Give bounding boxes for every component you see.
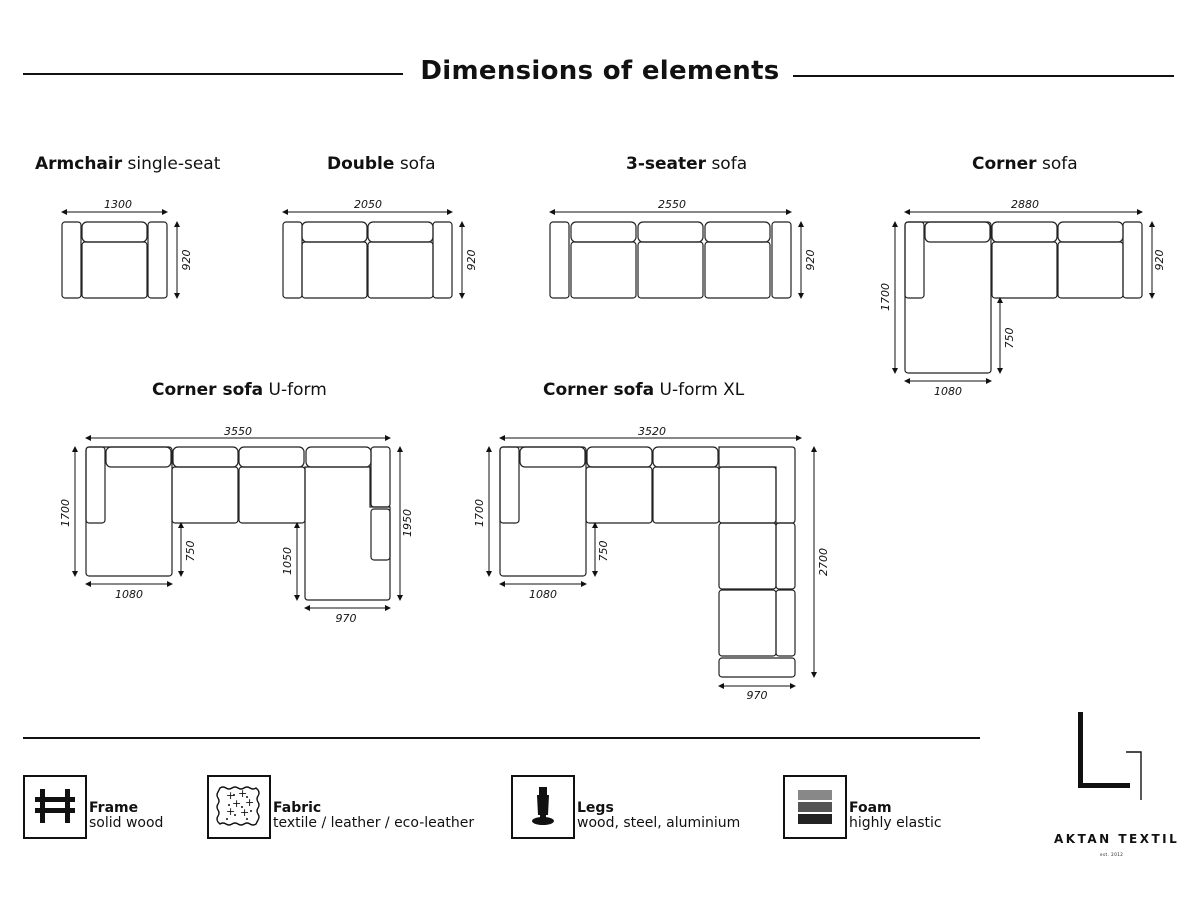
brand-name: AKTAN TEXTIL (1054, 832, 1180, 846)
dim-u-form-left-depth: 1700 (59, 499, 72, 527)
dim-corner-depth: 920 (1153, 250, 1166, 271)
dim-u-form-xl-width: 3520 (638, 425, 666, 438)
heading-bold: Corner sofa (152, 380, 264, 400)
svg-text:+: + (240, 806, 249, 819)
dim-corner-left-depth: 1700 (879, 283, 892, 311)
heading-armchair: Armchair single-seat (35, 154, 220, 174)
feature-title: Frame (89, 800, 139, 816)
dimension-labels: 1300 920 2050 920 2550 920 2880 920 1700… (59, 198, 1166, 702)
svg-text:+: + (226, 789, 235, 802)
brand-est: est. 2012 (1100, 852, 1124, 857)
dim-corner-chaise-depth: 750 (1003, 328, 1016, 349)
corner-sofa-u-form-xl-outline (499, 446, 796, 678)
dim-u-form-xl-right-chaise-width: 970 (747, 689, 768, 702)
fabric-swatch-icon: +++ +++ (207, 775, 271, 839)
heading-light: sofa (711, 154, 748, 174)
dim-u-form-left-chaise-width: 1080 (115, 588, 143, 601)
svg-text:+: + (232, 797, 241, 810)
heading-bold: Double (327, 154, 395, 174)
dim-3-seater-width: 2550 (658, 198, 686, 211)
svg-text:+: + (226, 805, 235, 818)
heading-double-sofa: Double sofa (327, 154, 436, 174)
double-sofa-outline (282, 221, 453, 299)
corner-sofa-u-form-outline (85, 446, 391, 601)
feature-title: Fabric (273, 800, 322, 816)
sofa-diagrams: 1300 920 2050 920 2550 920 2880 920 1700… (59, 198, 1166, 702)
dim-u-form-xl-left-depth: 1700 (473, 499, 486, 527)
page-title: Dimensions of elements (420, 56, 780, 86)
dim-double-width: 2050 (354, 198, 382, 211)
heading-3-seater-sofa: 3-seater sofa (626, 154, 747, 174)
aktan-textil-logo (1078, 712, 1142, 800)
feature-title: Foam (849, 800, 892, 816)
dim-u-form-xl-left-chaise-depth: 750 (597, 541, 610, 562)
dim-double-depth: 920 (465, 250, 478, 271)
title-rule-right (793, 75, 1174, 77)
heading-corner-sofa: Corner sofa (972, 154, 1078, 174)
dim-corner-chaise-width: 1080 (934, 385, 962, 398)
dim-u-form-inner-depth: 1050 (281, 547, 294, 575)
dim-u-form-xl-left-chaise-width: 1080 (529, 588, 557, 601)
heading-light: sofa (399, 154, 436, 174)
heading-corner-sofa-u-form-xl: Corner sofa U-form XL (543, 380, 744, 400)
heading-light: sofa (1041, 154, 1078, 174)
feature-desc: wood, steel, aluminium (577, 815, 741, 831)
heading-bold: 3-seater (626, 154, 707, 174)
feature-desc: textile / leather / eco-leather (273, 815, 475, 831)
feature-title: Legs (577, 800, 614, 816)
svg-text:+: + (245, 796, 254, 809)
dim-u-form-xl-right-depth: 2700 (817, 548, 830, 576)
heading-bold: Corner sofa (543, 380, 655, 400)
dim-armchair-depth: 920 (180, 250, 193, 271)
title-rule-left (23, 73, 403, 75)
heading-bold: Corner (972, 154, 1037, 174)
dim-u-form-left-chaise-depth: 750 (184, 541, 197, 562)
footer-rule (23, 737, 980, 739)
heading-corner-sofa-u-form: Corner sofa U-form (152, 380, 327, 400)
dim-3-seater-depth: 920 (804, 250, 817, 271)
corner-sofa-outline (904, 221, 1143, 374)
foam-layers-icon (783, 775, 847, 839)
dim-u-form-right-depth: 1950 (401, 509, 414, 537)
heading-light: U-form (268, 380, 327, 400)
heading-light: U-form XL (659, 380, 745, 400)
sofa-leg-icon (511, 775, 575, 839)
dim-corner-width: 2880 (1011, 198, 1039, 211)
heading-bold: Armchair (35, 154, 123, 174)
feature-desc: highly elastic (849, 815, 942, 831)
svg-text:+: + (238, 787, 247, 800)
dimension-lines (61, 209, 1155, 689)
fence-frame-icon (23, 775, 87, 839)
3-seater-sofa-outline (549, 221, 792, 299)
heading-light: single-seat (127, 154, 221, 174)
dim-u-form-right-chaise-width: 970 (336, 612, 357, 625)
feature-desc: solid wood (89, 815, 164, 831)
dim-u-form-width: 3550 (224, 425, 252, 438)
armchair-outline (61, 221, 168, 299)
dim-armchair-width: 1300 (104, 198, 132, 211)
